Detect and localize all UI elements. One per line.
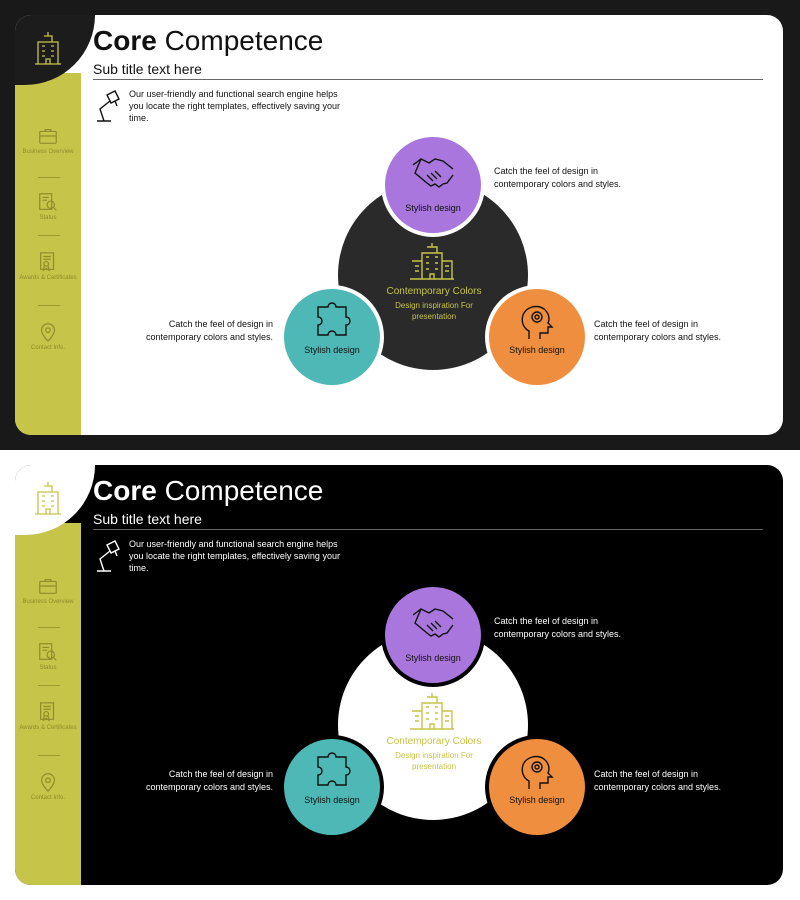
nav-divider (38, 235, 60, 236)
nav-label: Contact Info. (30, 795, 66, 801)
node-text: Catch the feel of design in contemporary… (494, 616, 622, 639)
sidebar: Business Overview Status Awards & Certif… (15, 523, 81, 885)
nav-business-overview[interactable]: Business Overview (15, 125, 81, 156)
desk-lamp-icon (97, 90, 120, 122)
nav-contact[interactable]: Contact Info. (15, 321, 81, 352)
node-label: Stylish design (304, 795, 360, 805)
logo-area (15, 15, 95, 85)
node-circle-purple: Stylish design (385, 587, 481, 683)
title-rest: Competence (156, 475, 324, 506)
location-pin-icon (40, 323, 56, 343)
building-icon (410, 693, 454, 730)
node-text: Catch the feel of design in contemporary… (594, 769, 722, 792)
handshake-icon (412, 158, 454, 188)
nav-label: Contact Info. (30, 345, 66, 351)
node-text: Catch the feel of design in contemporary… (145, 319, 273, 342)
nav-divider (38, 755, 60, 756)
slide-panel: Business Overview Status Awards & Certif… (15, 15, 783, 435)
nav-label: Status (39, 665, 57, 671)
node-label: Stylish design (405, 203, 461, 213)
nav-label: Awards & Certificates (19, 275, 77, 281)
center-title: Contemporary Colors (386, 736, 482, 747)
slide-panel: Business Overview Status Awards & Certif… (15, 465, 783, 885)
sidebar: Business Overview Status Awards & Certif… (15, 73, 81, 435)
location-pin-icon (40, 773, 56, 793)
gear-head-icon (521, 755, 554, 789)
node-circle-teal: Stylish design (284, 289, 380, 385)
nav-divider (38, 685, 60, 686)
nav-divider (38, 627, 60, 628)
certificate-icon (40, 702, 55, 722)
node-text: Catch the feel of design in contemporary… (145, 769, 273, 792)
page-title: Core Competence (93, 475, 323, 507)
handshake-icon (412, 608, 454, 638)
nav-label: Status (39, 215, 57, 221)
nav-awards[interactable]: Awards & Certificates (15, 251, 81, 282)
node-text: Catch the feel of design in contemporary… (594, 319, 722, 342)
node-label: Stylish design (509, 795, 565, 805)
node-circle-orange: Stylish design (489, 289, 585, 385)
briefcase-icon (39, 128, 57, 144)
slide-light: Business Overview Status Awards & Certif… (0, 0, 800, 450)
briefcase-icon (39, 578, 57, 594)
title-divider (93, 79, 763, 80)
nav-label: Awards & Certificates (19, 725, 77, 731)
nav-label: Business Overview (22, 599, 74, 605)
intro-text: Our user-friendly and functional search … (129, 539, 340, 573)
title-divider (93, 529, 763, 530)
node-circle-orange: Stylish design (489, 739, 585, 835)
nav-divider (38, 305, 60, 306)
node-circle-purple: Stylish design (385, 137, 481, 233)
node-text: Catch the feel of design in contemporary… (494, 166, 622, 189)
nav-divider (38, 177, 60, 178)
puzzle-icon (317, 302, 351, 336)
page-subtitle: Sub title text here (93, 61, 202, 77)
node-label: Stylish design (304, 345, 360, 355)
title-rest: Competence (156, 25, 324, 56)
intro-text: Our user-friendly and functional search … (129, 89, 340, 123)
building-icon (35, 32, 61, 65)
node-circle-teal: Stylish design (284, 739, 380, 835)
building-icon (410, 243, 454, 280)
nav-awards[interactable]: Awards & Certificates (15, 701, 81, 732)
slide-dark: Business Overview Status Awards & Certif… (0, 450, 800, 900)
search-document-icon (39, 193, 57, 211)
nav-business-overview[interactable]: Business Overview (15, 575, 81, 606)
search-document-icon (39, 643, 57, 661)
title-bold: Core (93, 475, 157, 506)
gear-head-icon (521, 305, 554, 339)
center-title: Contemporary Colors (386, 286, 482, 297)
nav-contact[interactable]: Contact Info. (15, 771, 81, 802)
nav-status[interactable]: Status (15, 641, 81, 672)
logo-area (15, 465, 95, 535)
node-label: Stylish design (509, 345, 565, 355)
page-subtitle: Sub title text here (93, 511, 202, 527)
nav-status[interactable]: Status (15, 191, 81, 222)
puzzle-icon (317, 752, 351, 786)
page-title: Core Competence (93, 25, 323, 57)
building-icon (35, 482, 61, 515)
nav-label: Business Overview (22, 149, 74, 155)
center-subtitle: Design inspiration For presentation (395, 301, 473, 321)
desk-lamp-icon (97, 540, 120, 572)
node-label: Stylish design (405, 653, 461, 663)
center-subtitle: Design inspiration For presentation (395, 751, 473, 771)
certificate-icon (40, 252, 55, 272)
title-bold: Core (93, 25, 157, 56)
